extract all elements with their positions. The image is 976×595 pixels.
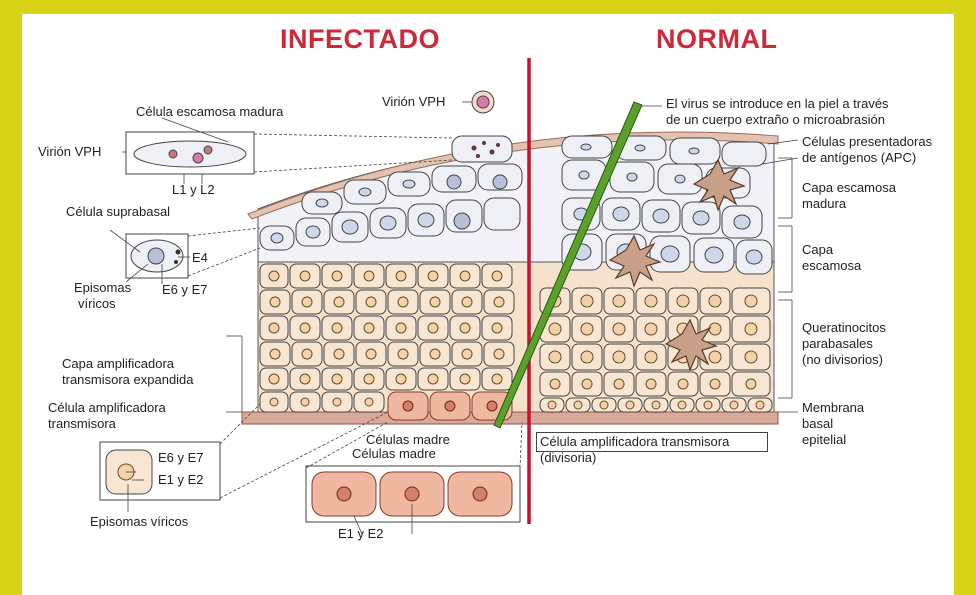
label-virus-entry-1: El virus se introduce en la piel a travé… — [666, 96, 889, 112]
label-amplifying-layer-2: transmisora expandida — [62, 372, 194, 388]
inset-stem-cells — [306, 466, 520, 522]
label-e1-e2-lower: E1 y E2 — [158, 472, 204, 488]
label-amplifying-dividing-2: (divisoria) — [540, 450, 596, 466]
inset-mature-cell — [126, 132, 254, 174]
label-mature-squamous-layer-1: Capa escamosa — [802, 180, 896, 196]
label-basal-membrane-3: epitelial — [802, 432, 846, 448]
figure-panel: INFECTADO NORMAL Virión VPH Célula escam… — [22, 14, 954, 595]
label-amplifying-dividing-1: Célula amplificadora transmisora — [540, 434, 729, 450]
label-parabasal-3: (no divisorios) — [802, 352, 883, 368]
label-squamous-layer-2: escamosa — [802, 258, 861, 274]
label-e6-e7-lower: E6 y E7 — [158, 450, 204, 466]
label-e4: E4 — [192, 250, 208, 266]
label-basal-membrane-1: Membrana — [802, 400, 864, 416]
label-apc-1: Células presentadoras — [802, 134, 932, 150]
label-parabasal-1: Queratinocitos — [802, 320, 886, 336]
label-apc-2: de antígenos (APC) — [802, 150, 916, 166]
label-squamous-layer-1: Capa — [802, 242, 833, 258]
label-e1-e2-bottom: E1 y E2 — [338, 526, 384, 542]
inset-suprabasal-cell — [126, 234, 188, 278]
label-viral-episomes-1: Episomas — [74, 280, 131, 296]
header-normal: NORMAL — [656, 24, 777, 55]
label-viral-episomes-lower: Episomas víricos — [90, 514, 188, 530]
label-suprabasal-cell: Célula suprabasal — [66, 204, 170, 220]
label-virion-left: Virión VPH — [38, 144, 101, 160]
label-virus-entry-2: de un cuerpo extraño o microabrasión — [666, 112, 885, 128]
label-l1-l2: L1 y L2 — [172, 182, 215, 198]
label-parabasal-2: parabasales — [802, 336, 873, 352]
label-mature-squamous-layer-2: madura — [802, 196, 846, 212]
label-stem-cells-lower: Células madre — [352, 446, 436, 462]
label-mature-squamous-cell: Célula escamosa madura — [136, 104, 283, 120]
header-infected: INFECTADO — [280, 24, 440, 55]
label-amplifying-layer-1: Capa amplificadora — [62, 356, 174, 372]
label-virion-top: Virión VPH — [382, 94, 445, 110]
label-amplifying-cell-2: transmisora — [48, 416, 116, 432]
label-basal-membrane-2: basal — [802, 416, 833, 432]
virion-icon — [472, 91, 494, 113]
label-e6-e7-upper: E6 y E7 — [162, 282, 208, 298]
label-amplifying-cell-1: Célula amplificadora — [48, 400, 166, 416]
label-viral-episomes-2: víricos — [78, 296, 116, 312]
